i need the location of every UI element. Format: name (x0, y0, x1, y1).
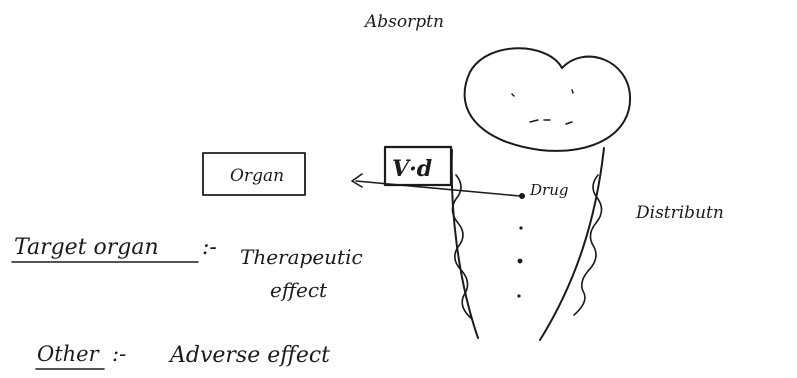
other-separator: :- (112, 342, 126, 366)
heart-marks (512, 90, 573, 124)
other-label: Other (37, 342, 101, 366)
therapeutic-effect-line1: Therapeutic (240, 245, 363, 269)
tube-left-wave (452, 175, 472, 319)
target-organ-label: Target organ (14, 235, 159, 260)
tube-right-wall (540, 148, 604, 340)
therapeutic-effect-line2: effect (270, 278, 328, 302)
drug-dot (517, 294, 520, 297)
drug-dots (517, 193, 525, 298)
vd-label: V·d (392, 156, 432, 182)
absorption-label: Absorptn (363, 12, 444, 32)
target-organ-separator: :- (202, 235, 217, 260)
organ-label: Organ (230, 166, 284, 186)
distribution-label: Distributn (635, 203, 724, 223)
drug-dot (518, 259, 523, 264)
drug-dot (519, 226, 522, 229)
distribution-arrow (356, 181, 520, 196)
adverse-effect-label: Adverse effect (168, 343, 330, 368)
drug-label: Drug (529, 181, 568, 199)
heart-outline (465, 48, 630, 151)
